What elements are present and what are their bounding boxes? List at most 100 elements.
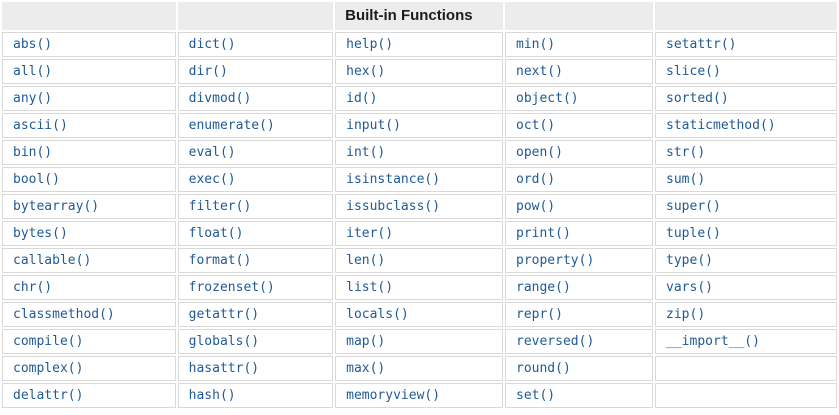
function-link[interactable]: bytearray() [13, 199, 100, 214]
table-cell: frozenset() [177, 275, 334, 300]
table-cell: bool() [2, 167, 176, 192]
function-link[interactable]: dict() [188, 37, 236, 52]
table-cell: memoryview() [335, 383, 503, 408]
function-link[interactable]: classmethod() [13, 307, 115, 322]
table-cell: filter() [177, 194, 334, 219]
function-link[interactable]: next() [516, 64, 563, 79]
function-link[interactable]: zip() [666, 307, 706, 322]
function-link[interactable]: slice() [666, 64, 721, 79]
function-link[interactable]: divmod() [188, 91, 252, 106]
table-cell: hex() [335, 59, 503, 84]
function-link[interactable]: pow() [516, 199, 556, 214]
table-cell: help() [335, 32, 503, 57]
table-cell: isinstance() [335, 167, 503, 192]
function-link[interactable]: complex() [13, 361, 84, 376]
table-cell: abs() [2, 32, 176, 57]
function-link[interactable]: set() [516, 388, 556, 403]
function-link[interactable]: globals() [188, 334, 260, 349]
function-link[interactable]: bytes() [13, 226, 68, 241]
table-cell: exec() [177, 167, 334, 192]
function-link[interactable]: abs() [13, 37, 53, 52]
table-header-cell [505, 2, 654, 30]
function-link[interactable]: issubclass() [346, 199, 441, 214]
function-link[interactable]: input() [346, 118, 401, 133]
table-header-cell [2, 2, 176, 30]
function-link[interactable]: int() [346, 145, 386, 160]
function-link[interactable]: frozenset() [188, 280, 275, 295]
table-row: abs() dict() help() min() setattr() [2, 32, 837, 57]
function-link[interactable]: hasattr() [188, 361, 260, 376]
function-link[interactable]: type() [666, 253, 713, 268]
function-link[interactable]: list() [346, 280, 394, 295]
function-link[interactable]: object() [516, 91, 579, 106]
function-link[interactable]: memoryview() [346, 388, 441, 403]
table-row: bytes() float() iter() print() tuple() [2, 221, 837, 246]
table-row: chr() frozenset() list() range() vars() [2, 275, 837, 300]
function-link[interactable]: compile() [13, 334, 84, 349]
function-link[interactable]: round() [516, 361, 571, 376]
function-link[interactable]: any() [13, 91, 53, 106]
function-link[interactable]: reversed() [516, 334, 595, 349]
table-cell: repr() [505, 302, 654, 327]
function-link[interactable]: dir() [188, 64, 228, 79]
function-link[interactable]: min() [516, 37, 556, 52]
function-link[interactable]: oct() [516, 118, 556, 133]
function-link[interactable]: ord() [516, 172, 556, 187]
table-cell: pow() [505, 194, 654, 219]
function-link[interactable]: print() [516, 226, 571, 241]
function-link[interactable]: isinstance() [346, 172, 441, 187]
function-link[interactable]: enumerate() [188, 118, 275, 133]
table-cell: iter() [335, 221, 503, 246]
function-link[interactable]: sorted() [666, 91, 729, 106]
function-link[interactable]: super() [666, 199, 721, 214]
table-row: bool() exec() isinstance() ord() sum() [2, 167, 837, 192]
function-link[interactable]: str() [666, 145, 706, 160]
table-title: Built-in Functions [335, 2, 503, 30]
function-link[interactable]: open() [516, 145, 563, 160]
function-link[interactable]: repr() [516, 307, 563, 322]
function-link[interactable]: bool() [13, 172, 60, 187]
function-link[interactable]: hex() [346, 64, 386, 79]
function-link[interactable]: locals() [346, 307, 409, 322]
function-link[interactable]: exec() [188, 172, 236, 187]
function-link[interactable]: ascii() [13, 118, 68, 133]
function-link[interactable]: vars() [666, 280, 713, 295]
table-cell: type() [655, 248, 837, 273]
table-cell: hasattr() [177, 356, 334, 381]
function-link[interactable]: all() [13, 64, 53, 79]
function-link[interactable]: float() [188, 226, 244, 241]
table-row: bytearray() filter() issubclass() pow() supe… [2, 194, 837, 219]
function-link[interactable]: property() [516, 253, 595, 268]
function-link[interactable]: iter() [346, 226, 394, 241]
table-cell: len() [335, 248, 503, 273]
function-link[interactable]: getattr() [188, 307, 260, 322]
function-link[interactable]: callable() [13, 253, 92, 268]
function-link[interactable]: tuple() [666, 226, 721, 241]
table-cell: sorted() [655, 86, 837, 111]
table-cell: bin() [2, 140, 176, 165]
function-link[interactable]: setattr() [666, 37, 737, 52]
function-link[interactable]: eval() [188, 145, 236, 160]
table-cell: divmod() [177, 86, 334, 111]
function-link[interactable]: len() [346, 253, 386, 268]
function-link[interactable]: __import__() [666, 334, 760, 349]
function-link[interactable]: hash() [188, 388, 236, 403]
function-link[interactable]: max() [346, 361, 386, 376]
function-link[interactable]: format() [188, 253, 252, 268]
table-cell: chr() [2, 275, 176, 300]
table-cell: delattr() [2, 383, 176, 408]
function-link[interactable]: bin() [13, 145, 53, 160]
function-link[interactable]: range() [516, 280, 571, 295]
function-link[interactable]: chr() [13, 280, 53, 295]
function-link[interactable]: filter() [188, 199, 252, 214]
function-link[interactable]: id() [346, 91, 378, 106]
function-link[interactable]: staticmethod() [666, 118, 776, 133]
function-link[interactable]: sum() [666, 172, 706, 187]
function-link[interactable]: help() [346, 37, 394, 52]
table-cell: oct() [505, 113, 654, 138]
table-cell: staticmethod() [655, 113, 837, 138]
function-link[interactable]: map() [346, 334, 386, 349]
function-link[interactable]: delattr() [13, 388, 84, 403]
table-header-cell [655, 2, 837, 30]
